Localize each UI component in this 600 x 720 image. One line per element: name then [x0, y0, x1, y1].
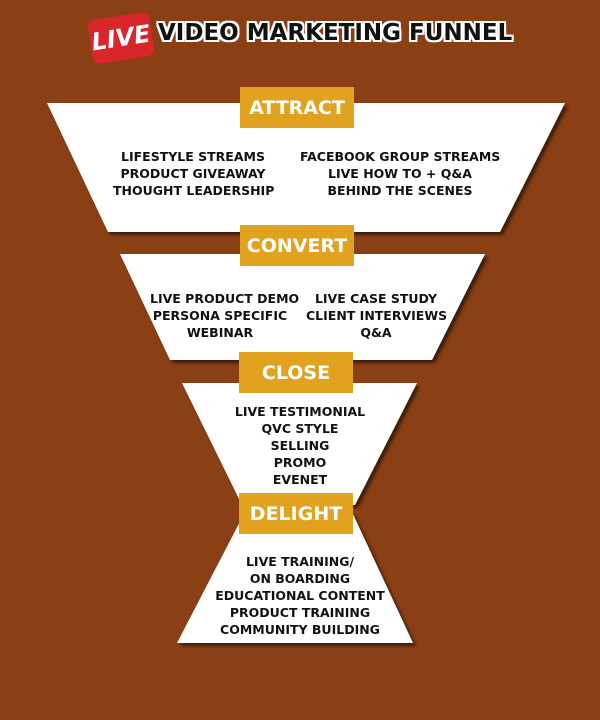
list-item: LIVE HOW TO + Q&A	[328, 166, 472, 181]
list-item: COMMUNITY BUILDING	[220, 622, 380, 637]
list-item: THOUGHT LEADERSHIP	[113, 183, 275, 198]
list-item: CLIENT INTERVIEWS	[306, 308, 448, 323]
list-item: EVENET	[272, 472, 328, 487]
attract-list-right: FACEBOOK GROUP STREAMS LIVE HOW TO + Q&A…	[300, 148, 500, 199]
convert-list-right: LIVE CASE STUDY CLIENT INTERVIEWS Q&A	[306, 290, 448, 341]
list-item: SELLING	[270, 438, 330, 453]
attract-list-left: LIFESTYLE STREAMS PRODUCT GIVEAWAY THOUG…	[113, 148, 275, 199]
page-title: VIDEO MARKETING FUNNEL	[158, 20, 513, 46]
list-item: ON BOARDING	[249, 571, 351, 586]
list-item: PERSONA SPECIFIC	[152, 308, 288, 323]
attract-panel	[47, 103, 565, 232]
list-item: QVC STYLE	[261, 421, 339, 436]
stage-label-convert: CONVERT	[240, 225, 354, 266]
list-item: WEBINAR	[186, 325, 254, 340]
close-panel	[182, 383, 417, 505]
list-item: LIVE TESTIMONIAL	[234, 404, 366, 419]
delight-panel	[177, 512, 413, 643]
stage-label-attract: ATTRACT	[240, 87, 354, 128]
stage-label-close: CLOSE	[239, 352, 353, 393]
list-item: EDUCATIONAL CONTENT	[215, 588, 385, 603]
delight-list: LIVE TRAINING/ ON BOARDING EDUCATIONAL C…	[195, 553, 405, 638]
list-item: PRODUCT GIVEAWAY	[120, 166, 266, 181]
stage-label-delight: DELIGHT	[239, 493, 353, 534]
list-item: PROMO	[273, 455, 327, 470]
list-item: Q&A	[360, 325, 392, 340]
convert-list-left: LIVE PRODUCT DEMO PERSONA SPECIFIC WEBIN…	[150, 290, 300, 341]
list-item: BEHIND THE SCENES	[327, 183, 473, 198]
convert-panel	[120, 254, 485, 360]
list-item: LIVE TRAINING/	[245, 554, 355, 569]
list-item: LIVE CASE STUDY	[314, 291, 438, 306]
list-item: FACEBOOK GROUP STREAMS	[300, 149, 501, 164]
list-item: LIVE PRODUCT DEMO	[150, 291, 300, 306]
list-item: PRODUCT TRAINING	[229, 605, 371, 620]
list-item: LIFESTYLE STREAMS	[121, 149, 265, 164]
close-list: LIVE TESTIMONIAL QVC STYLE SELLING PROMO…	[210, 403, 390, 488]
